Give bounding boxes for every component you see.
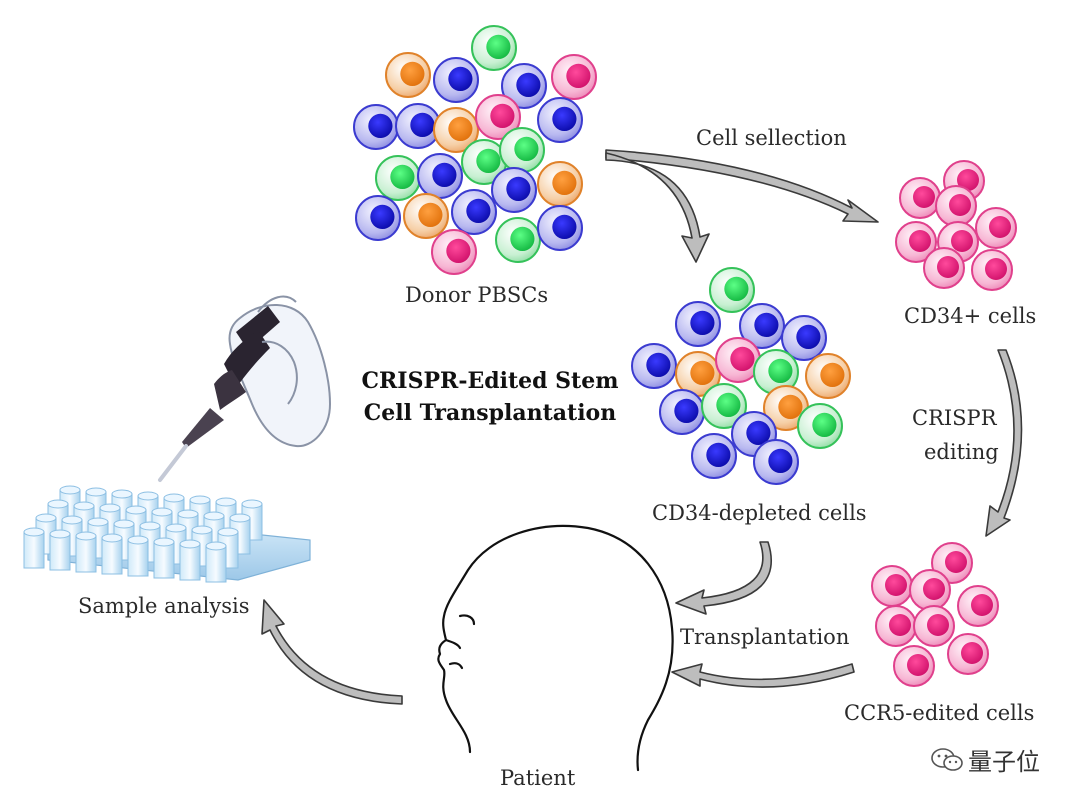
arrow-patient-to-sample: [261, 599, 403, 705]
watermark: 量子位: [930, 742, 1040, 777]
orange-cell: [385, 52, 431, 98]
blue-cell: [353, 104, 399, 150]
pink-cell: [871, 565, 913, 607]
arrow-to-depleted: [605, 152, 710, 263]
arrow-ccr5-to-patient: [671, 663, 855, 688]
pink-cell: [895, 221, 937, 263]
pink-cell: [971, 249, 1013, 291]
blue-cell: [451, 189, 497, 235]
pink-cell: [893, 645, 935, 687]
blue-cell: [537, 97, 583, 143]
sample-tray-illustration: [23, 485, 311, 583]
label-donor-pbscs: Donor PBSCs: [405, 283, 549, 307]
label-cell-selection: Cell sellection: [696, 126, 847, 150]
orange-cell: [805, 353, 851, 399]
pink-cell: [947, 633, 989, 675]
sample-tube: [49, 529, 71, 571]
blue-cell: [753, 439, 799, 485]
green-cell: [701, 383, 747, 429]
sample-tube: [153, 537, 175, 579]
blue-cell: [433, 57, 479, 103]
arrow-cell-selection: [605, 149, 879, 223]
green-cell: [797, 403, 843, 449]
green-cell: [495, 217, 541, 263]
pink-cell: [475, 94, 521, 140]
green-cell: [709, 267, 755, 313]
cd34-depleted-cluster: [631, 267, 851, 485]
pink-cell: [909, 569, 951, 611]
sample-tube: [205, 541, 227, 583]
label-transplantation: Transplantation: [680, 625, 850, 649]
pink-cell: [975, 207, 1017, 249]
orange-cell: [537, 161, 583, 207]
pink-cell: [715, 337, 761, 383]
arrow-depleted-to-patient: [675, 541, 773, 615]
blue-cell: [691, 433, 737, 479]
label-crispr: CRISPR: [912, 406, 997, 430]
label-editing: editing: [924, 440, 999, 464]
green-cell: [499, 127, 545, 173]
ccr5-edited-cluster: [871, 542, 999, 687]
watermark-text: 量子位: [968, 748, 1040, 776]
sample-tube: [23, 527, 45, 569]
sample-tube: [75, 531, 97, 573]
pink-cell: [913, 605, 955, 647]
green-cell: [471, 25, 517, 71]
pink-cell: [551, 54, 597, 100]
blue-cell: [355, 195, 401, 241]
green-cell: [461, 139, 507, 185]
blue-cell: [417, 153, 463, 199]
blue-cell: [501, 63, 547, 109]
orange-cell: [433, 107, 479, 153]
pink-cell: [875, 605, 917, 647]
label-patient: Patient: [500, 766, 576, 790]
orange-cell: [675, 351, 721, 397]
pink-cell: [935, 185, 977, 227]
blue-cell: [675, 301, 721, 347]
pipette-hand-illustration: [158, 295, 332, 482]
label-ccr5-edited-cells: CCR5-edited cells: [844, 701, 1035, 725]
orange-cell: [763, 385, 809, 431]
pink-cell: [431, 229, 477, 275]
label-cd34-depleted-cells: CD34-depleted cells: [652, 501, 867, 525]
blue-cell: [659, 389, 705, 435]
label-sample-analysis: Sample analysis: [78, 594, 250, 618]
pink-cell: [957, 585, 999, 627]
wechat-icon: [931, 747, 963, 771]
title-line-1: CRISPR-Edited Stem: [361, 368, 619, 394]
pink-cell: [899, 177, 941, 219]
sample-tube: [101, 533, 123, 575]
title-line-2: Cell Transplantation: [363, 399, 617, 426]
orange-cell: [403, 193, 449, 239]
blue-cell: [739, 303, 785, 349]
arrow-crispr-editing: [985, 349, 1023, 537]
label-cd34-plus-cells: CD34+ cells: [904, 304, 1037, 328]
pink-cell: [923, 247, 965, 289]
sample-tube: [179, 539, 201, 581]
green-cell: [375, 155, 421, 201]
blue-cell: [781, 315, 827, 361]
blue-cell: [537, 205, 583, 251]
donor-pbscs-cluster: [353, 25, 597, 275]
patient-head: [437, 524, 674, 772]
blue-cell: [631, 343, 677, 389]
green-cell: [753, 349, 799, 395]
cd34-plus-cluster: [895, 160, 1017, 291]
diagram-title: CRISPR-Edited Stem Cell Transplantation: [360, 366, 620, 430]
blue-cell: [491, 167, 537, 213]
sample-tube: [127, 535, 149, 577]
